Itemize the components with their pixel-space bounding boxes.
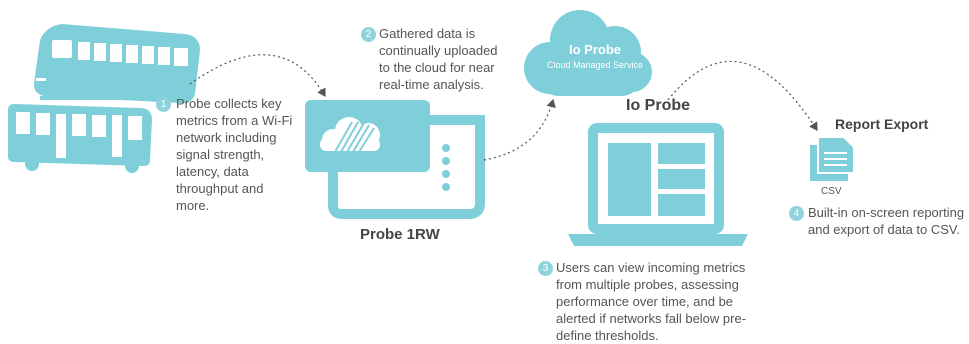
arrow-probe-to-cloud bbox=[483, 98, 556, 161]
step-2-number: 2 bbox=[361, 27, 376, 42]
probe-device-icon bbox=[305, 100, 485, 219]
laptop-title: Io Probe bbox=[626, 97, 691, 114]
diagram-graphics bbox=[8, 10, 855, 246]
tram-icon bbox=[34, 24, 200, 104]
step-1-text: Probe collects key metrics from a Wi-Fi … bbox=[176, 96, 293, 213]
step-3-number: 3 bbox=[538, 261, 553, 276]
probe-label: Probe 1RW bbox=[360, 226, 440, 243]
step-4-number: 4 bbox=[789, 206, 804, 221]
cloud-subtitle: Cloud Managed Service bbox=[546, 60, 644, 70]
step-1-number: 1 bbox=[156, 97, 171, 112]
laptop-icon bbox=[568, 123, 748, 246]
arrow-cloud-to-report bbox=[667, 61, 818, 132]
step-4-text: Built-in on-screen reporting and export … bbox=[808, 205, 965, 237]
csv-label: CSV bbox=[821, 186, 842, 197]
step-2-text: Gathered data is continually uploaded to… bbox=[379, 26, 498, 92]
csv-document-icon bbox=[810, 136, 855, 181]
step-3-text: Users can view incoming metrics from mul… bbox=[556, 260, 747, 343]
cloud-title: Io Probe bbox=[568, 42, 621, 57]
arrow-vehicle-to-probe bbox=[189, 54, 326, 98]
cloud-icon bbox=[524, 10, 652, 96]
report-export-title: Report Export bbox=[835, 116, 929, 132]
bus-icon bbox=[8, 104, 152, 173]
